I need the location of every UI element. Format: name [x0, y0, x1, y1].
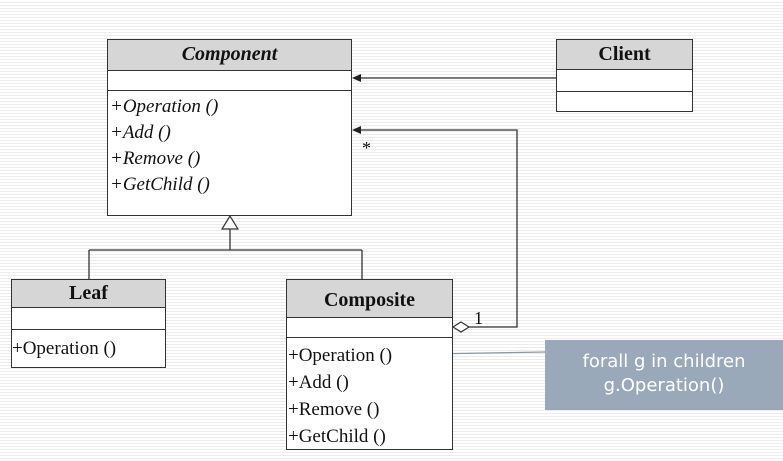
composite-attributes-section — [287, 318, 452, 338]
composite-operations: +Operation () +Add () +Remove () +GetChi… — [287, 338, 452, 450]
leaf-class-name: Leaf — [12, 280, 165, 308]
component-operations: +Operation () +Add () +Remove () +GetChi… — [108, 91, 351, 198]
leaf-class: Leaf +Operation () — [11, 279, 166, 368]
client-association-arrowhead — [352, 74, 361, 82]
note-line-2: g.Operation() — [603, 375, 725, 396]
multiplicity-many-label: * — [362, 138, 371, 158]
operation-note: forall g in children g.Operation() — [545, 340, 783, 410]
composite-add: +Add () — [288, 372, 349, 393]
leaf-attributes-section — [12, 308, 165, 330]
component-remove: +Remove () — [110, 148, 201, 169]
aggregation-arrowhead — [352, 126, 361, 134]
leaf-operations: +Operation () — [12, 330, 165, 362]
composite-children-aggregation — [360, 129, 518, 328]
component-getchild: +GetChild () — [110, 174, 210, 195]
aggregation-diamond — [451, 321, 471, 333]
component-add: +Add () — [110, 122, 171, 143]
component-attributes-section — [108, 71, 351, 91]
note-line-1: forall g in children — [582, 351, 746, 372]
leaf-operation: +Operation () — [12, 338, 117, 359]
component-class: Component +Operation () +Add () +Remove … — [107, 39, 352, 216]
client-attributes-section — [557, 70, 692, 92]
multiplicity-one-label: 1 — [474, 308, 483, 328]
composite-class: Composite +Operation () +Add () +Remove … — [286, 279, 453, 450]
client-class-name: Client — [557, 40, 692, 70]
composite-getchild: +GetChild () — [288, 426, 386, 447]
component-class-name: Component — [108, 40, 351, 71]
client-class: Client — [556, 39, 693, 112]
component-operation: +Operation () — [110, 96, 219, 117]
composite-operation: +Operation () — [288, 345, 393, 366]
composite-remove: +Remove () — [288, 399, 380, 420]
composite-class-name: Composite — [287, 280, 452, 318]
generalization-triangle — [220, 214, 240, 230]
